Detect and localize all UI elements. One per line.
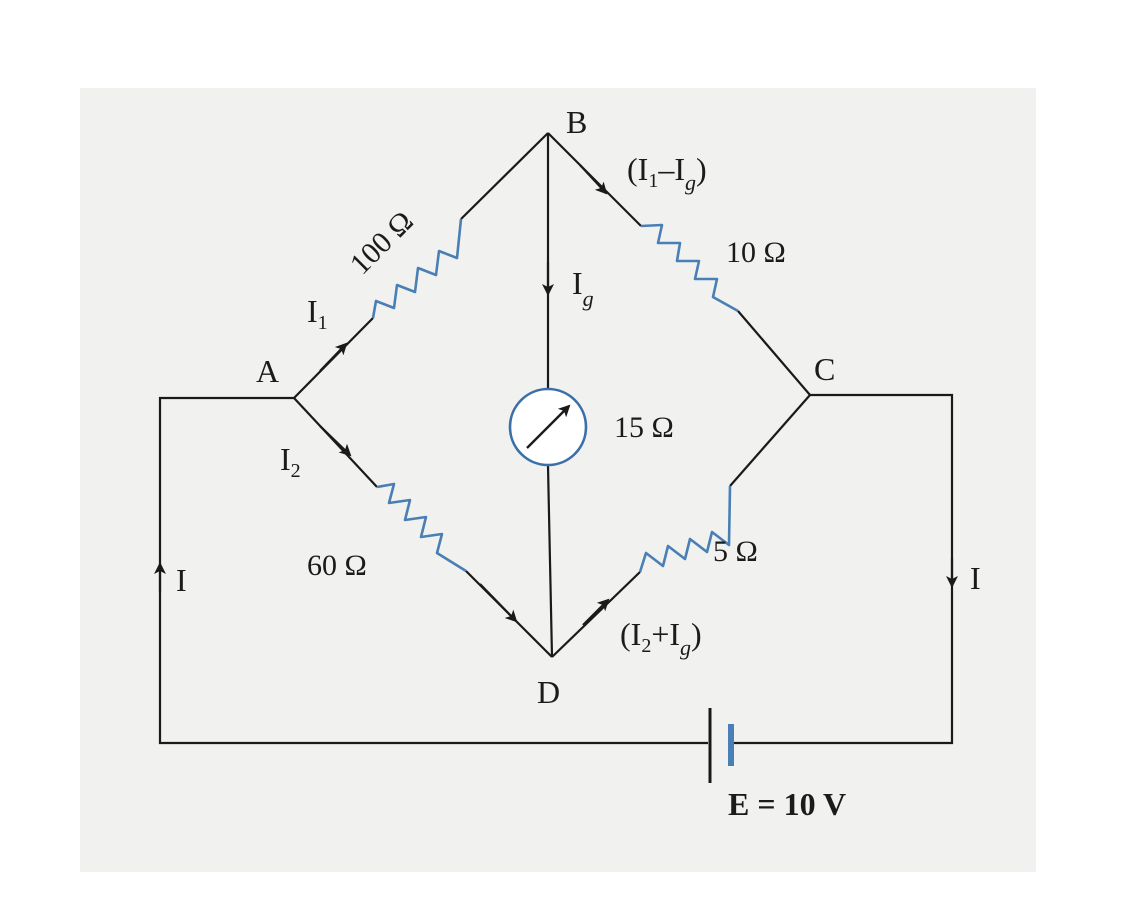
left-wire bbox=[158, 396, 708, 745]
arrow-dc-current bbox=[582, 598, 610, 626]
paper-background bbox=[80, 88, 1036, 872]
arrow-bc-current bbox=[579, 164, 608, 195]
resistor-ad bbox=[376, 482, 467, 573]
arm-ab-wire-2 bbox=[460, 132, 549, 220]
current-label-bc: (I1–Ig) bbox=[627, 151, 707, 195]
current-label-left: I bbox=[176, 562, 187, 598]
resistor-dc bbox=[638, 485, 732, 573]
resistance-label-dc: 5 Ω bbox=[713, 535, 758, 568]
current-label-bd: Ig bbox=[572, 265, 594, 311]
current-label-ad: I2 bbox=[280, 441, 301, 482]
resistance-label-galvanometer: 15 Ω bbox=[614, 411, 674, 444]
arrow-ab-current bbox=[319, 342, 348, 372]
current-label-ab: I1 bbox=[307, 293, 328, 334]
node-label-a: A bbox=[256, 353, 279, 389]
arm-bd-wire-2 bbox=[546, 465, 554, 658]
resistor-ab bbox=[371, 218, 463, 319]
arm-dc-wire-2 bbox=[729, 394, 811, 487]
galvanometer-icon bbox=[508, 387, 588, 467]
battery-icon bbox=[708, 708, 734, 783]
node-label-d: D bbox=[537, 674, 560, 710]
current-label-dc: (I2+Ig) bbox=[620, 616, 702, 660]
battery-emf-label: E = 10 V bbox=[728, 786, 846, 822]
resistance-label-ab: 100 Ω bbox=[344, 205, 420, 281]
node-label-c: C bbox=[814, 351, 835, 387]
resistance-label-bc: 10 Ω bbox=[726, 236, 786, 269]
resistor-bc bbox=[640, 223, 739, 313]
right-wire bbox=[734, 393, 954, 745]
current-label-right: I bbox=[970, 560, 981, 596]
node-label-b: B bbox=[566, 104, 587, 140]
arrow-ad-lower-current bbox=[479, 583, 518, 623]
arm-dc-wire-1 bbox=[551, 571, 641, 658]
resistance-label-ad: 60 Ω bbox=[307, 549, 367, 582]
arrow-ad-current bbox=[319, 425, 352, 457]
arm-bc-wire-2 bbox=[737, 310, 811, 396]
